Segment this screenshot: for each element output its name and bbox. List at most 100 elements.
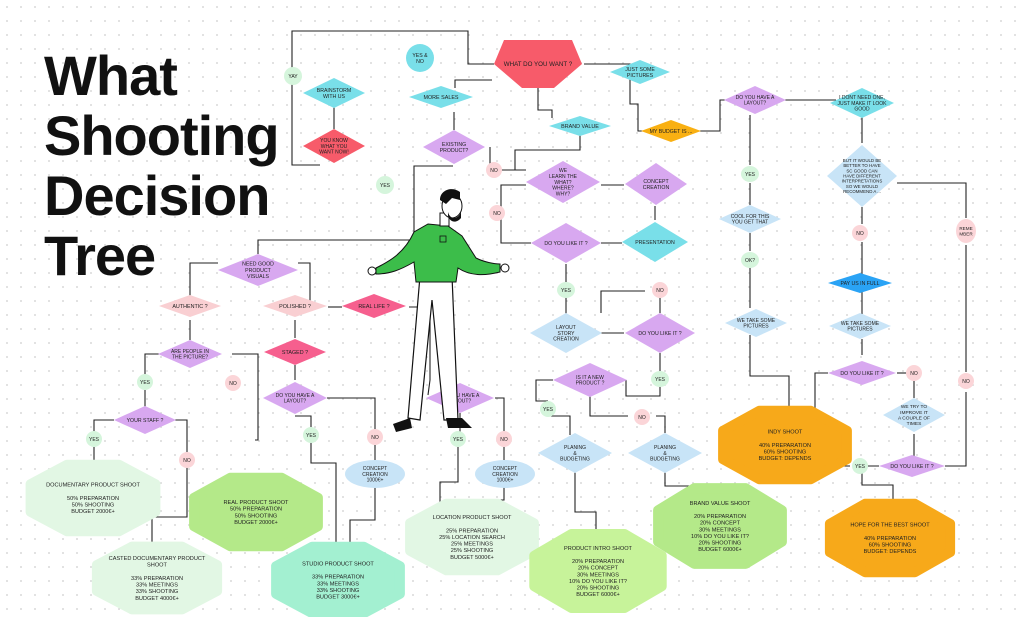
person-illustration	[367, 189, 510, 432]
connector-line	[298, 262, 311, 302]
node-no-4-shape	[179, 452, 195, 468]
connector-line	[683, 99, 730, 132]
person-pocket	[439, 235, 447, 243]
node-cool-for-this-shape	[719, 205, 781, 233]
node-your-staff: YOUR STAFF ?	[114, 406, 176, 434]
node-concept-creation-1000-a-shape	[345, 460, 405, 488]
outcome-documentary: DOCUMENTARY PRODUCT SHOOT 50% PREPARATIO…	[25, 459, 161, 537]
person-right-shoe	[446, 418, 472, 428]
connector-line	[495, 397, 505, 432]
node-do-you-like-3-text: DO YOU LIKE IT ?	[840, 371, 883, 377]
connector-line	[749, 335, 790, 425]
node-no-3: NO	[225, 375, 241, 391]
connector-line	[291, 30, 494, 166]
connector-line	[574, 472, 597, 540]
node-no-9-shape	[852, 225, 868, 241]
connector-line	[439, 447, 459, 505]
outcome-product-intro-shape	[529, 529, 667, 613]
node-yes-5-text: YES	[453, 437, 464, 443]
node-authentic-text: AUTHENTIC ?	[172, 304, 207, 310]
node-is-new-product-shape	[553, 363, 627, 397]
connector-line	[584, 63, 648, 132]
node-yay-shape	[284, 67, 302, 85]
node-no-7-shape	[652, 282, 668, 298]
node-no-3-shape	[225, 375, 241, 391]
node-do-you-like-4-shape	[879, 455, 945, 477]
outcome-casted-documentary-shape	[91, 541, 223, 615]
node-pay-us: PAY US IN FULL	[828, 273, 892, 293]
node-planing-1: PLANING&BUDGETING	[538, 433, 612, 473]
node-ok: OK?	[741, 252, 759, 268]
node-concept-creation-top-shape	[625, 163, 687, 205]
outcome-real-product-shape	[189, 472, 323, 552]
node-yes-8-shape	[540, 401, 556, 417]
node-yes-2-shape	[137, 374, 153, 390]
node-yes-1-shape	[376, 176, 394, 194]
connector-line	[589, 396, 628, 417]
node-yes-7-shape	[651, 371, 669, 387]
node-layout-story-shape	[530, 313, 602, 353]
outcome-indy-shape	[718, 405, 852, 485]
node-yes-7: YES	[651, 371, 669, 387]
outcome-location-shape	[405, 498, 539, 576]
node-no-1-shape	[486, 162, 502, 178]
node-authentic: AUTHENTIC ?	[159, 295, 221, 317]
node-yes-no-text: YES &NO	[412, 53, 428, 65]
connector-line	[656, 415, 666, 433]
node-try-to-improve-shape	[883, 398, 945, 432]
node-planing-2-shape	[628, 433, 702, 473]
outcome-brand-value-shoot-shape	[653, 483, 787, 569]
connector-line	[327, 397, 376, 430]
page-title: What Shooting Decision Tree	[44, 46, 304, 286]
node-yes-6-shape	[557, 282, 575, 298]
node-brand-value-shape	[549, 116, 611, 136]
outcome-hope-shape	[824, 498, 956, 578]
node-no-8-shape	[634, 409, 650, 425]
node-no-2-text: NO	[493, 211, 501, 217]
person-left-hand	[367, 266, 377, 276]
connector-line	[548, 415, 571, 435]
node-remember-shape	[956, 219, 976, 243]
node-just-some-pictures-shape	[610, 60, 670, 84]
node-dont-need-one-shape	[830, 88, 894, 118]
node-yay-text: YAY	[288, 74, 298, 80]
node-no-4: NO	[179, 452, 195, 468]
person-hair	[440, 189, 460, 204]
node-we-learn-shape	[526, 161, 600, 203]
node-yes-9-shape	[741, 166, 759, 182]
connector-line	[861, 466, 894, 505]
node-existing-product-shape	[423, 130, 485, 164]
node-presentation: PRESENTATION	[622, 222, 688, 262]
node-no-5-shape	[367, 429, 383, 445]
node-yes-4-text: YES	[306, 433, 317, 439]
connector-line	[897, 182, 967, 218]
connector-line	[349, 487, 376, 546]
node-no-6-text: NO	[500, 437, 508, 443]
node-yes-1-text: YES	[380, 183, 391, 189]
node-do-you-like-2-shape	[625, 313, 695, 353]
node-what-do-you-want-shape	[494, 40, 582, 88]
node-yes-10: YES	[852, 458, 868, 474]
person-beard	[448, 212, 461, 222]
node-do-you-like-3: DO YOU LIKE IT ?	[828, 361, 896, 385]
